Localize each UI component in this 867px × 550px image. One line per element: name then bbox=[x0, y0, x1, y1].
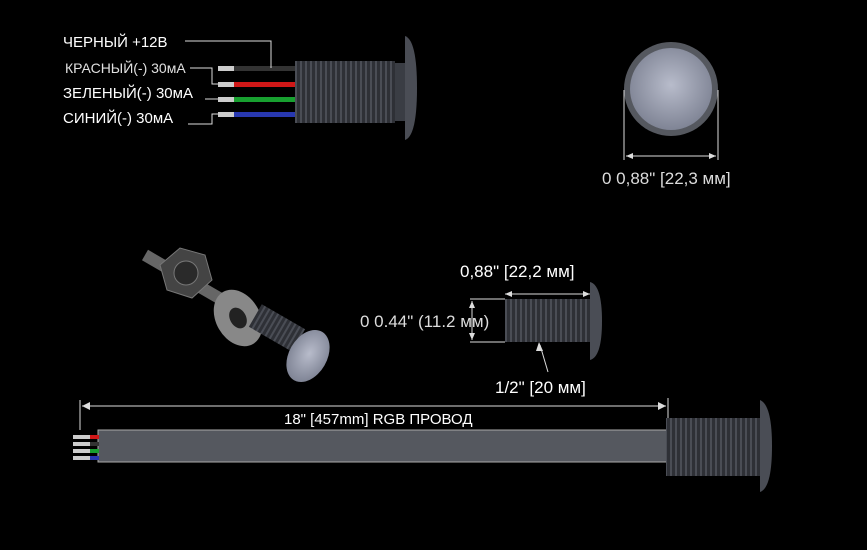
exploded-view bbox=[141, 247, 330, 383]
blue-wire-label: СИНИЙ(-) 30мА bbox=[63, 109, 173, 127]
blue-wire bbox=[234, 112, 296, 117]
green-wire bbox=[234, 97, 296, 102]
red-wire bbox=[234, 82, 296, 87]
thread-diameter-label: 0 0.44" (11.2 мм) bbox=[360, 312, 489, 331]
side-view-wired bbox=[218, 36, 417, 140]
front-view bbox=[623, 42, 719, 160]
cable-view bbox=[73, 398, 772, 492]
head-diameter-label: 0 0,88" [22,3 мм] bbox=[602, 169, 731, 188]
red-wire-label: КРАСНЫЙ(-) 30мА bbox=[65, 59, 186, 76]
cable-length-label: 18" [457mm] RGB ПРОВОД bbox=[284, 411, 473, 428]
black-wire-label: ЧЕРНЫЙ +12В bbox=[63, 33, 168, 51]
body-length-label: 0,88" [22,2 мм] bbox=[460, 262, 574, 281]
side-view-dimensioned bbox=[469, 282, 602, 373]
thread-size-label: 1/2" [20 мм] bbox=[495, 378, 586, 397]
green-wire-label: ЗЕЛЕНЫЙ(-) 30мА bbox=[63, 84, 193, 102]
